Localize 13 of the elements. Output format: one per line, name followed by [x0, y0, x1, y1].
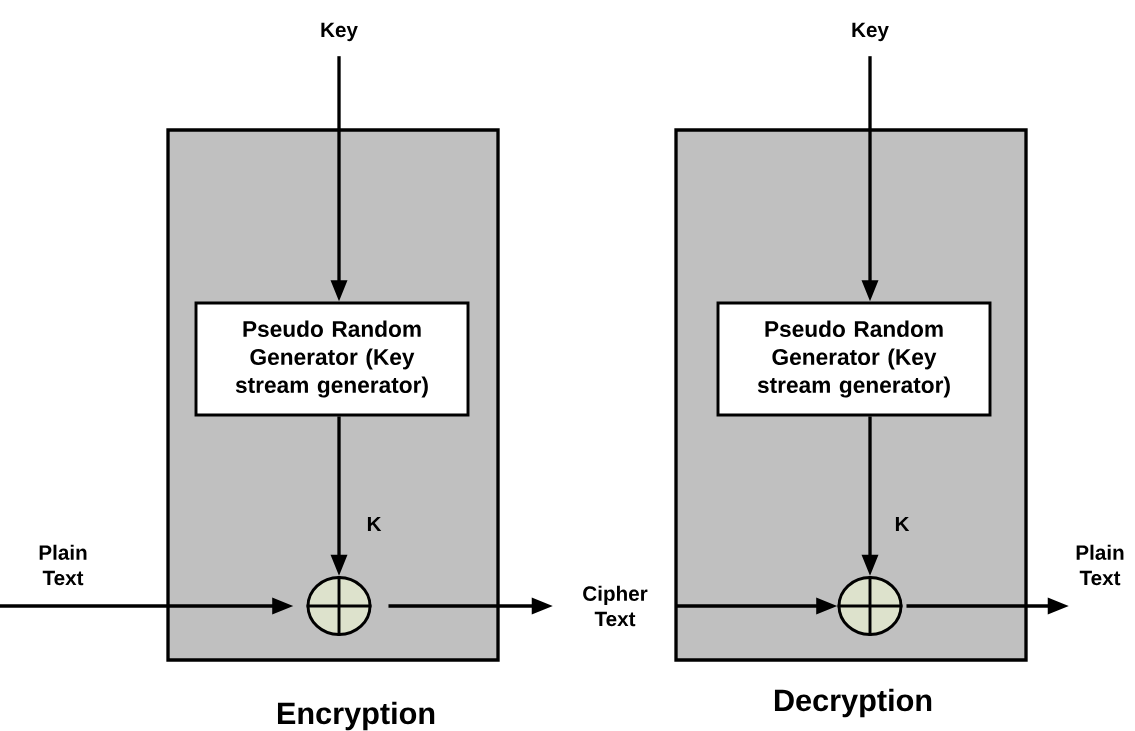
panel-heading: Decryption — [774, 688, 932, 718]
text-label: Plain Text — [1076, 544, 1124, 586]
edge-label: K — [891, 514, 913, 534]
text-label: Plain Text — [39, 544, 87, 586]
xor-symbol — [305, 574, 373, 638]
text-label: Key — [852, 22, 889, 42]
text-label: Key — [321, 22, 358, 42]
panel-heading: Encryption — [278, 701, 435, 731]
text-label: Cipher Text — [583, 585, 648, 627]
process-box: Pseudo Random Generator (Key stream generator) — [716, 301, 992, 417]
xor-symbol — [836, 574, 904, 638]
process-box: Pseudo Random Generator (Key stream generator) — [194, 301, 470, 417]
edge-label: K — [363, 514, 385, 534]
